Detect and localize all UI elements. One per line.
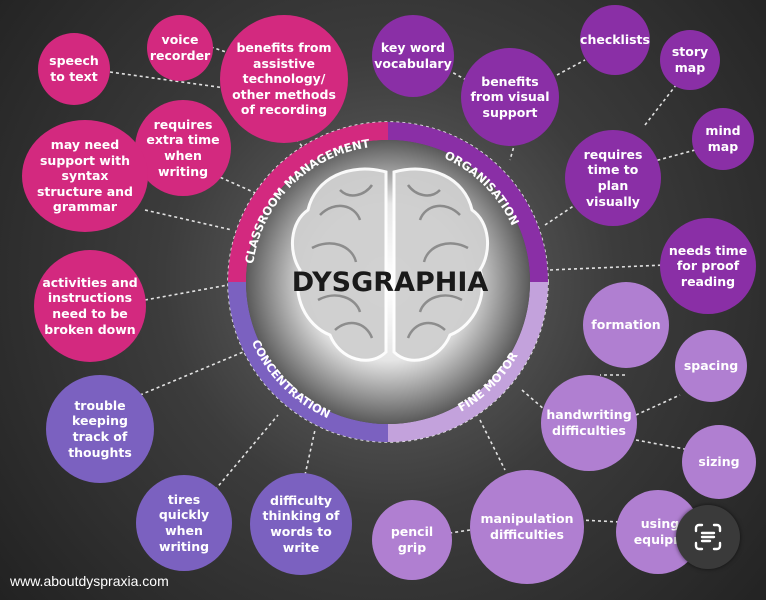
bubble-formation: formation — [583, 282, 669, 368]
segment-concentration — [228, 282, 388, 442]
bubble-mind-map: mind map — [692, 108, 754, 170]
bubble-voice-recorder: voice recorder — [147, 15, 213, 81]
ring-segments — [228, 122, 548, 442]
segment-organisation — [388, 122, 548, 282]
bubble-handwriting-difficulties: handwriting difficulties — [541, 375, 637, 471]
bubble-benefits-visual: benefits from visual support — [461, 48, 559, 146]
bubble-requires-extra-time: requires extra time when writing — [135, 100, 231, 196]
center-title: DYSGRAPHIA — [292, 267, 489, 298]
bubble-checklists: checklists — [580, 5, 650, 75]
website-credit: www.aboutdyspraxia.com — [10, 573, 169, 589]
bubble-benefits-assistive: benefits from assistive technology/ othe… — [220, 15, 348, 143]
brain-icon — [290, 167, 490, 362]
bubble-spacing: spacing — [675, 330, 747, 402]
bubble-difficulty-thinking: difficulty thinking of words to write — [250, 473, 352, 575]
bubble-key-word: key word vocabulary — [372, 15, 454, 97]
bubble-pencil-grip: pencil grip — [372, 500, 452, 580]
bubble-trouble-tracking: trouble keeping track of thoughts — [46, 375, 154, 483]
bubble-needs-time-proof: needs time for proof reading — [660, 218, 756, 314]
bubble-tires-quickly: tires quickly when writing — [136, 475, 232, 571]
bubble-may-need-support: may need support with syntax structure a… — [22, 120, 148, 232]
segment-fine-motor — [388, 282, 548, 442]
bubble-speech-to-text: speech to text — [38, 33, 110, 105]
bubble-manipulation-difficulties: manipulation difficulties — [470, 470, 584, 584]
connector-lines — [109, 44, 696, 534]
scan-text-icon — [694, 523, 722, 551]
scan-text-button[interactable] — [676, 505, 740, 569]
segment-classroom — [228, 122, 388, 282]
bubble-story-map: story map — [660, 30, 720, 90]
bubble-requires-time-plan: requires time to plan visually — [565, 130, 661, 226]
bubble-activities-broken: activities and instructions need to be b… — [34, 250, 146, 362]
bubble-sizing: sizing — [682, 425, 756, 499]
